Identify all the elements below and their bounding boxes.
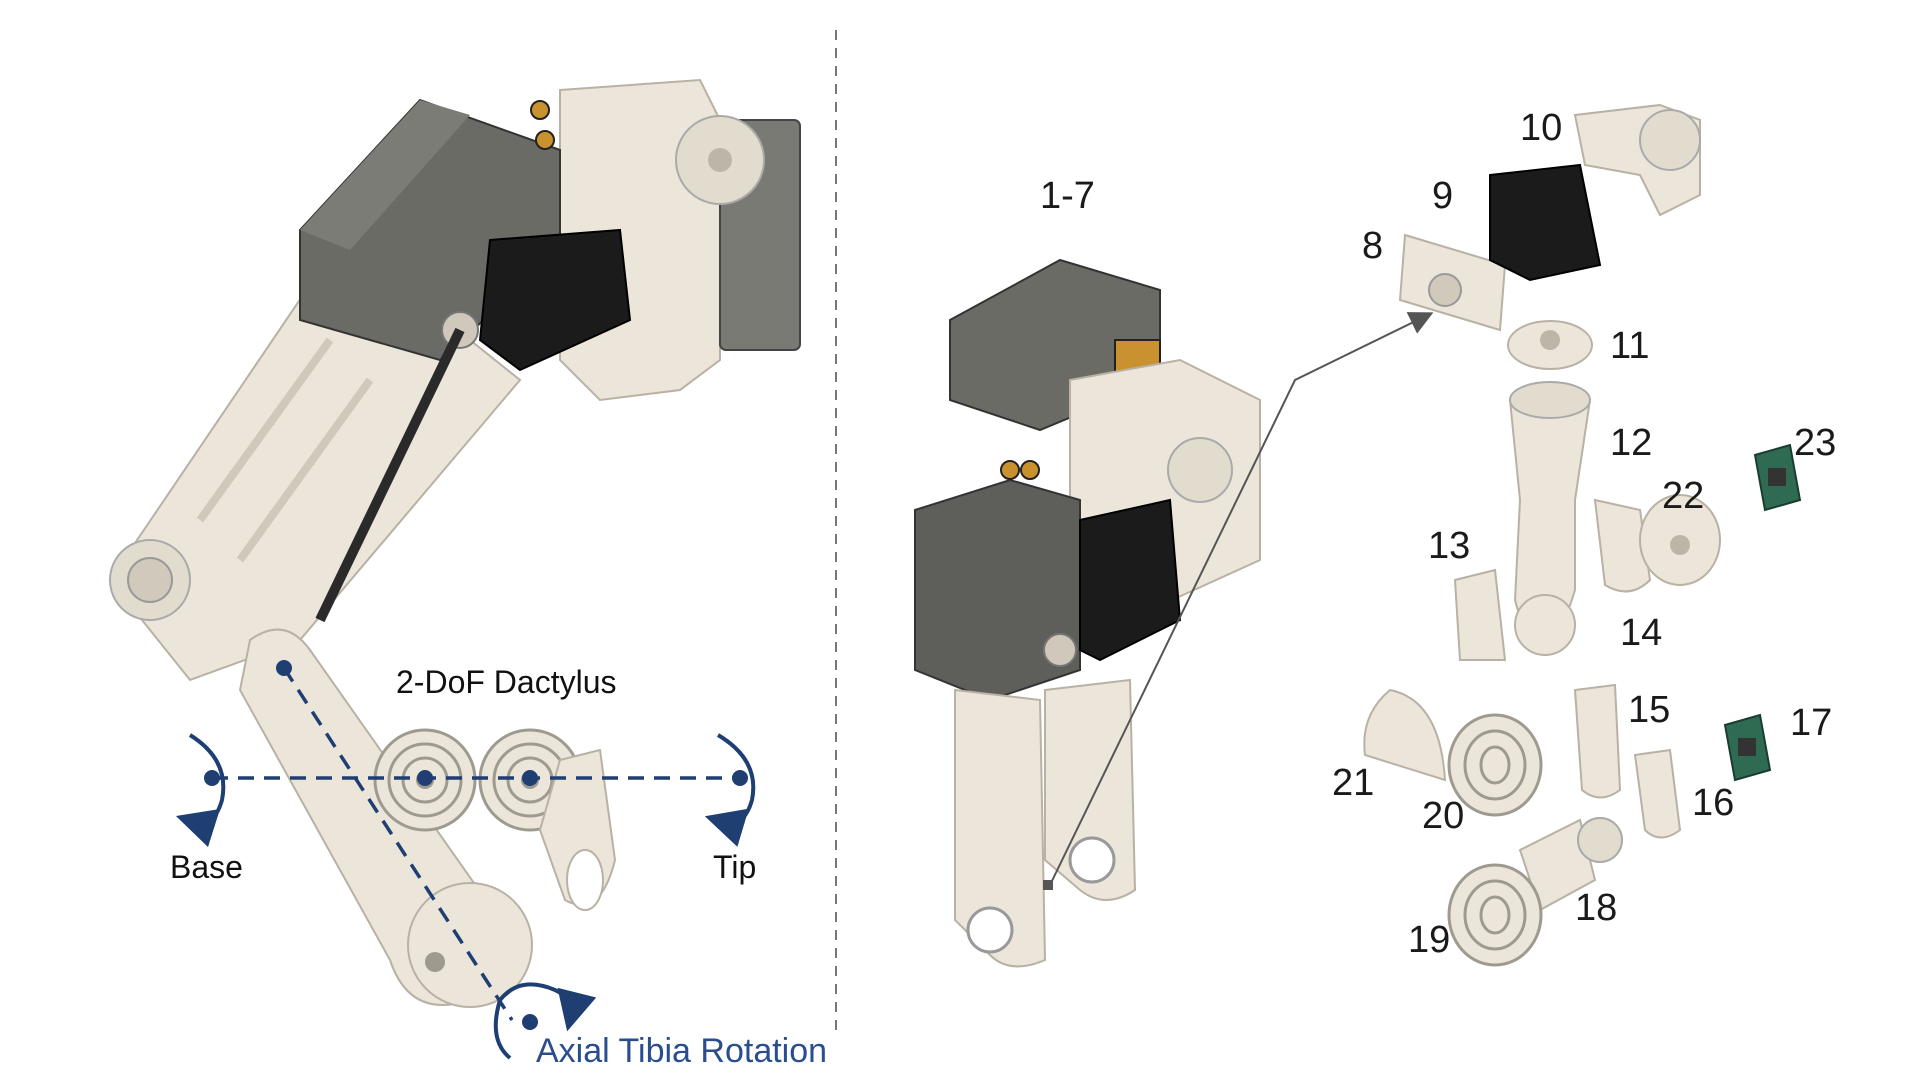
part-label-18: 18 <box>1575 887 1617 929</box>
part-label-8: 8 <box>1362 225 1383 267</box>
axial-rotation-arrow <box>493 982 597 1060</box>
part-label-9: 9 <box>1432 175 1453 217</box>
part-20-spiral <box>1447 713 1543 817</box>
part-label-19: 19 <box>1408 919 1450 961</box>
part-label-10: 10 <box>1520 107 1562 149</box>
assembled-servo-block <box>914 258 1261 968</box>
part-label-16: 16 <box>1692 782 1734 824</box>
part-label-23: 23 <box>1794 422 1836 464</box>
tip-rotation-arrow <box>704 733 756 847</box>
assembly-label: 1-7 <box>1040 175 1095 217</box>
part-label-11: 11 <box>1610 325 1649 367</box>
part-12-tibia <box>1508 381 1592 656</box>
dactylus-label: 2-DoF Dactylus <box>396 664 617 700</box>
tibia-axis <box>276 660 538 1030</box>
dactylus-axis <box>204 770 748 786</box>
part-label-22: 22 <box>1662 475 1704 517</box>
part-label-13: 13 <box>1428 525 1470 567</box>
part-23-pcb <box>1753 443 1802 512</box>
part-17-pcb <box>1723 713 1772 782</box>
part-label-17: 17 <box>1790 702 1832 744</box>
part-10-bracket <box>1573 103 1701 217</box>
tip-label: Tip <box>713 849 756 885</box>
part-13-plate <box>1453 568 1507 661</box>
leader-line <box>1043 312 1434 890</box>
part-15-bracket <box>1573 683 1622 799</box>
part-9-servo <box>1489 163 1602 282</box>
axial-rotation-label: Axial Tibia Rotation <box>536 1032 827 1070</box>
part-label-12: 12 <box>1610 422 1652 464</box>
part-label-21: 21 <box>1332 762 1374 804</box>
left-leg-render <box>108 78 801 1008</box>
part-16-clip <box>1633 748 1682 839</box>
base-label: Base <box>170 849 243 885</box>
part-19-spiral <box>1447 863 1543 967</box>
part-14-clip <box>1593 498 1652 593</box>
part-label-20: 20 <box>1422 795 1464 837</box>
part-21-cover <box>1363 688 1447 782</box>
part-11-coupler <box>1507 320 1593 370</box>
part-8-plate <box>1398 233 1507 332</box>
base-rotation-arrow <box>175 733 226 848</box>
part-label-14: 14 <box>1620 612 1662 654</box>
part-label-15: 15 <box>1628 689 1670 731</box>
part-22-disc <box>1639 494 1721 586</box>
